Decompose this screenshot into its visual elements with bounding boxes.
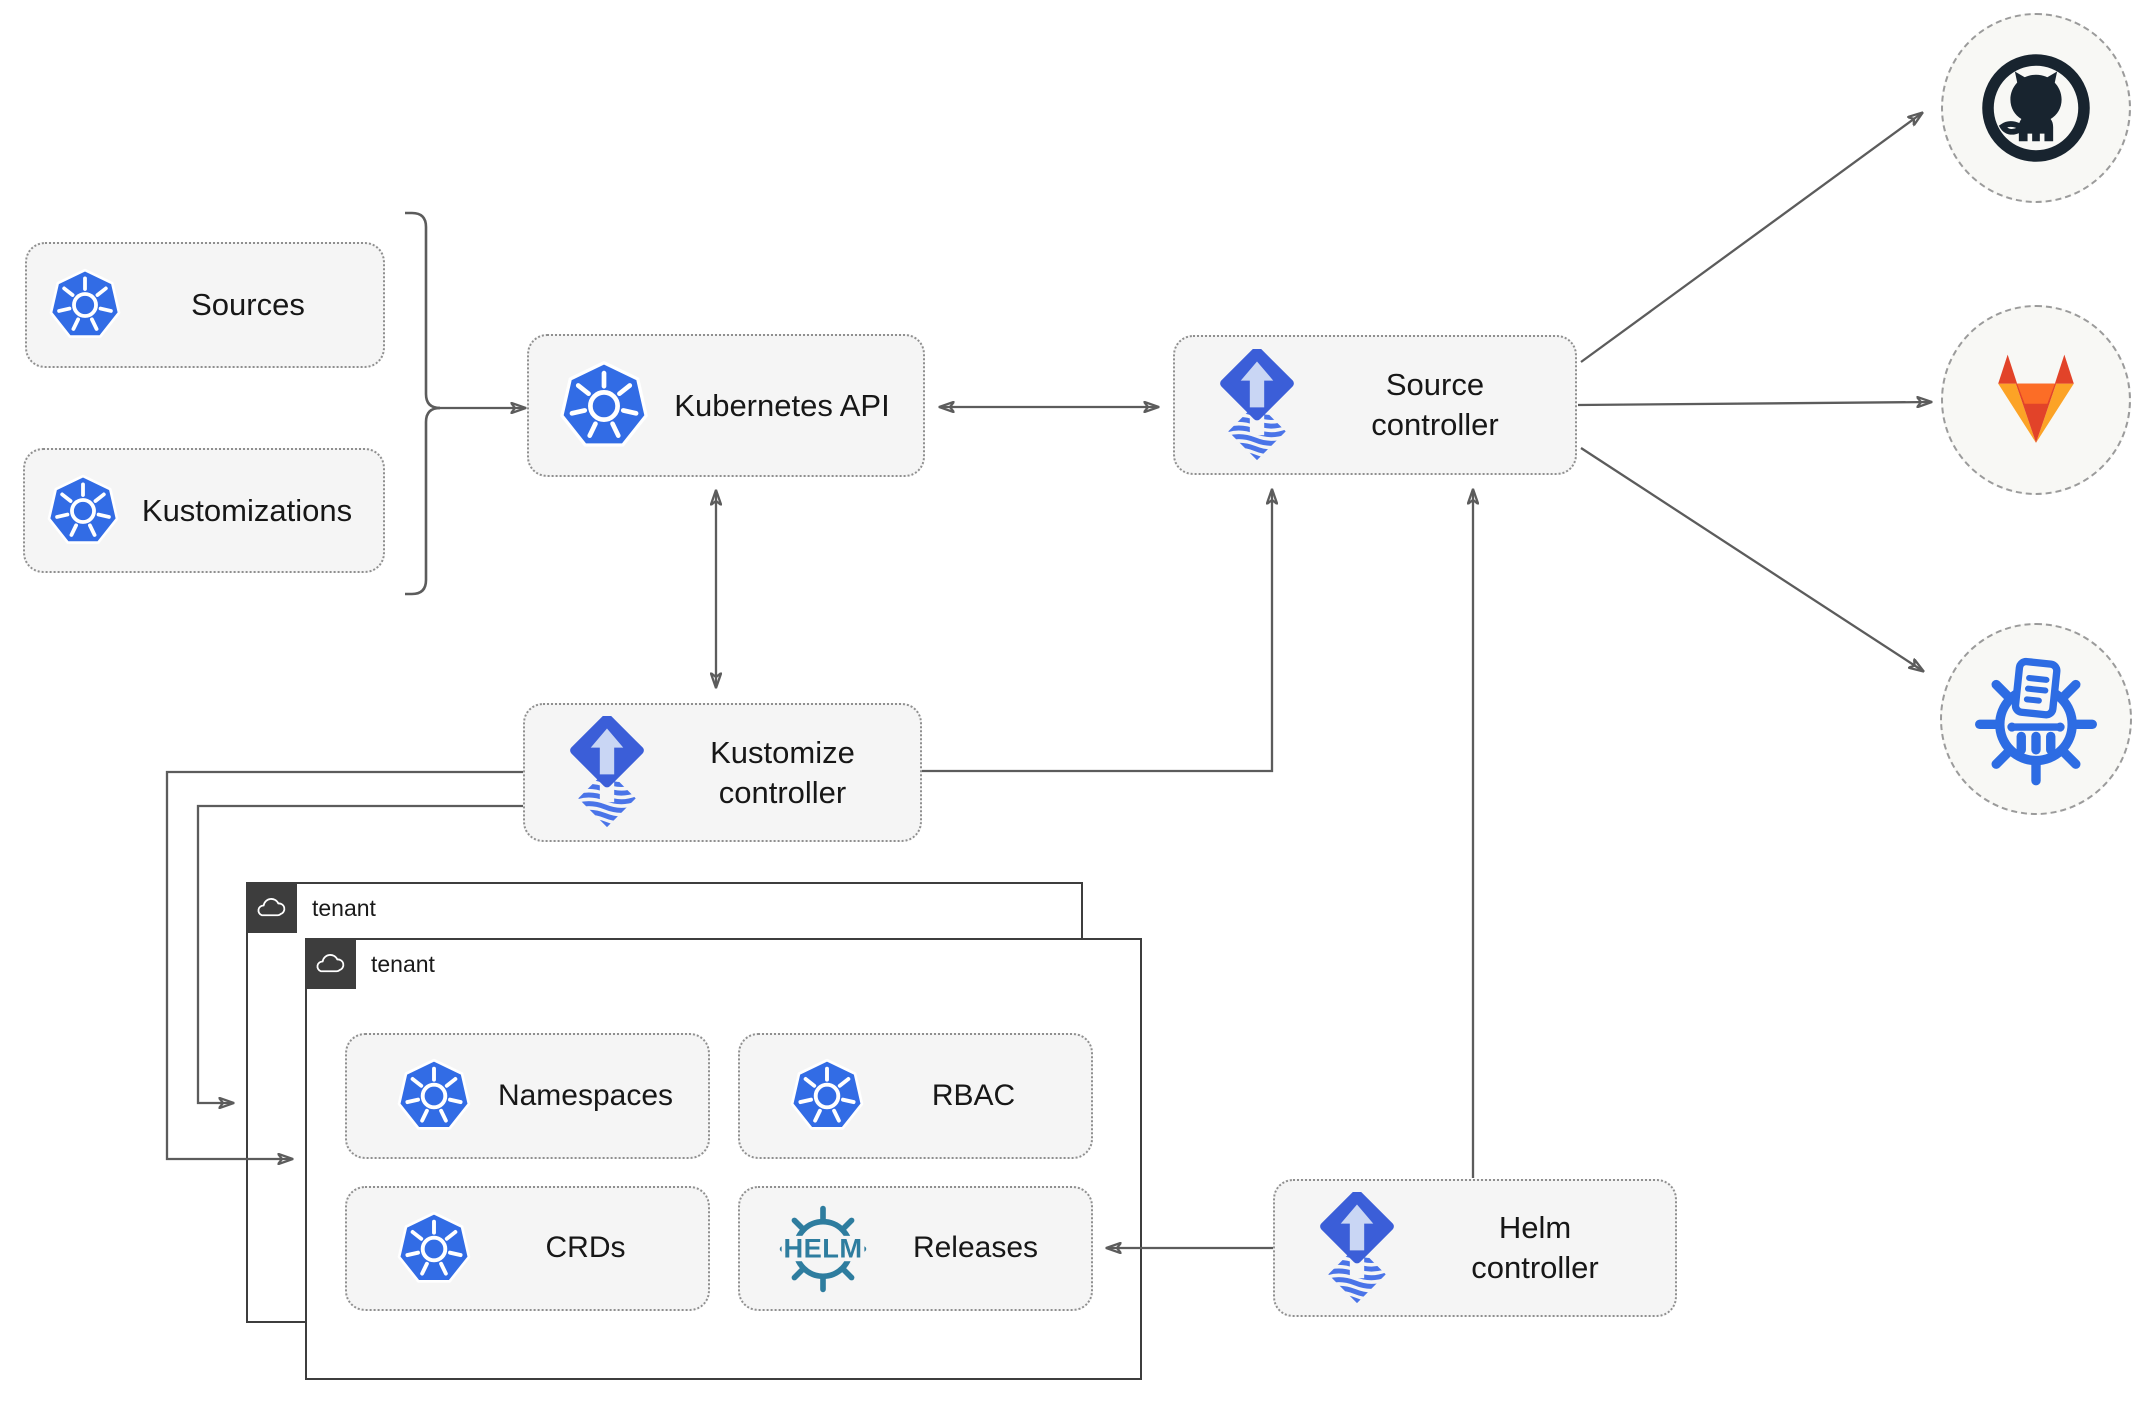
tenant-tab [304,937,356,989]
kubernetes-icon [47,267,123,343]
edge-source-to-github [1580,113,1922,363]
node-label: Kustomizations [141,492,353,528]
rbac-node: RBAC [738,1033,1093,1159]
kubernetes-icon [395,1057,473,1135]
kustomize-controller-node: Kustomize controller [523,703,922,842]
node-label: Source controller [1371,367,1499,442]
cloud-icon [313,950,347,977]
namespaces-node: Namespaces [345,1033,710,1159]
node-label: Releases [912,1231,1039,1265]
flux-icon [1309,1192,1405,1305]
gitlab-remote [1941,305,2131,495]
node-label: RBAC [931,1078,1016,1112]
kubernetes-icon [557,359,651,453]
crds-node: CRDs [345,1186,710,1311]
tenant-label: tenant [371,951,435,977]
edge-source-to-registry [1580,447,1923,671]
source-controller-node: Source controller [1173,335,1577,475]
node-label: CRDs [545,1231,626,1265]
tenant-tab [245,881,297,933]
kubernetes-api-node: Kubernetes API [527,334,925,477]
kubernetes-icon [45,473,121,549]
node-label: Kustomize controller [710,734,855,810]
container-registry-icon [1975,657,2097,786]
flux-icon [1209,349,1305,462]
kubernetes-icon [788,1057,866,1135]
node-label: Kubernetes API [674,387,890,423]
tenant-group-front: tenant [304,937,1142,1380]
gitlab-icon [1998,354,2074,443]
releases-node: HELM Releases [738,1186,1093,1311]
edge-source-to-gitlab [1577,402,1931,405]
node-label: Helm controller [1471,1210,1599,1285]
kustomizations-node: Kustomizations [23,448,385,573]
node-label: Sources [191,287,305,323]
flux-icon [559,716,655,829]
github-icon [1982,54,2090,162]
helm-icon: HELM [779,1205,867,1292]
node-label: Namespaces [497,1078,674,1112]
github-remote [1941,13,2131,203]
bracket-bottom [405,406,441,596]
cloud-icon [254,894,288,921]
tenant-label: tenant [312,895,376,921]
helm-wordmark: HELM [783,1232,862,1263]
helm-controller-node: Helm controller [1273,1179,1677,1317]
kubernetes-icon [395,1210,473,1288]
edge-kustomize-to-source-controller [922,490,1272,773]
sources-node: Sources [25,242,385,368]
registry-remote [1940,623,2132,815]
bracket-top [405,211,441,410]
